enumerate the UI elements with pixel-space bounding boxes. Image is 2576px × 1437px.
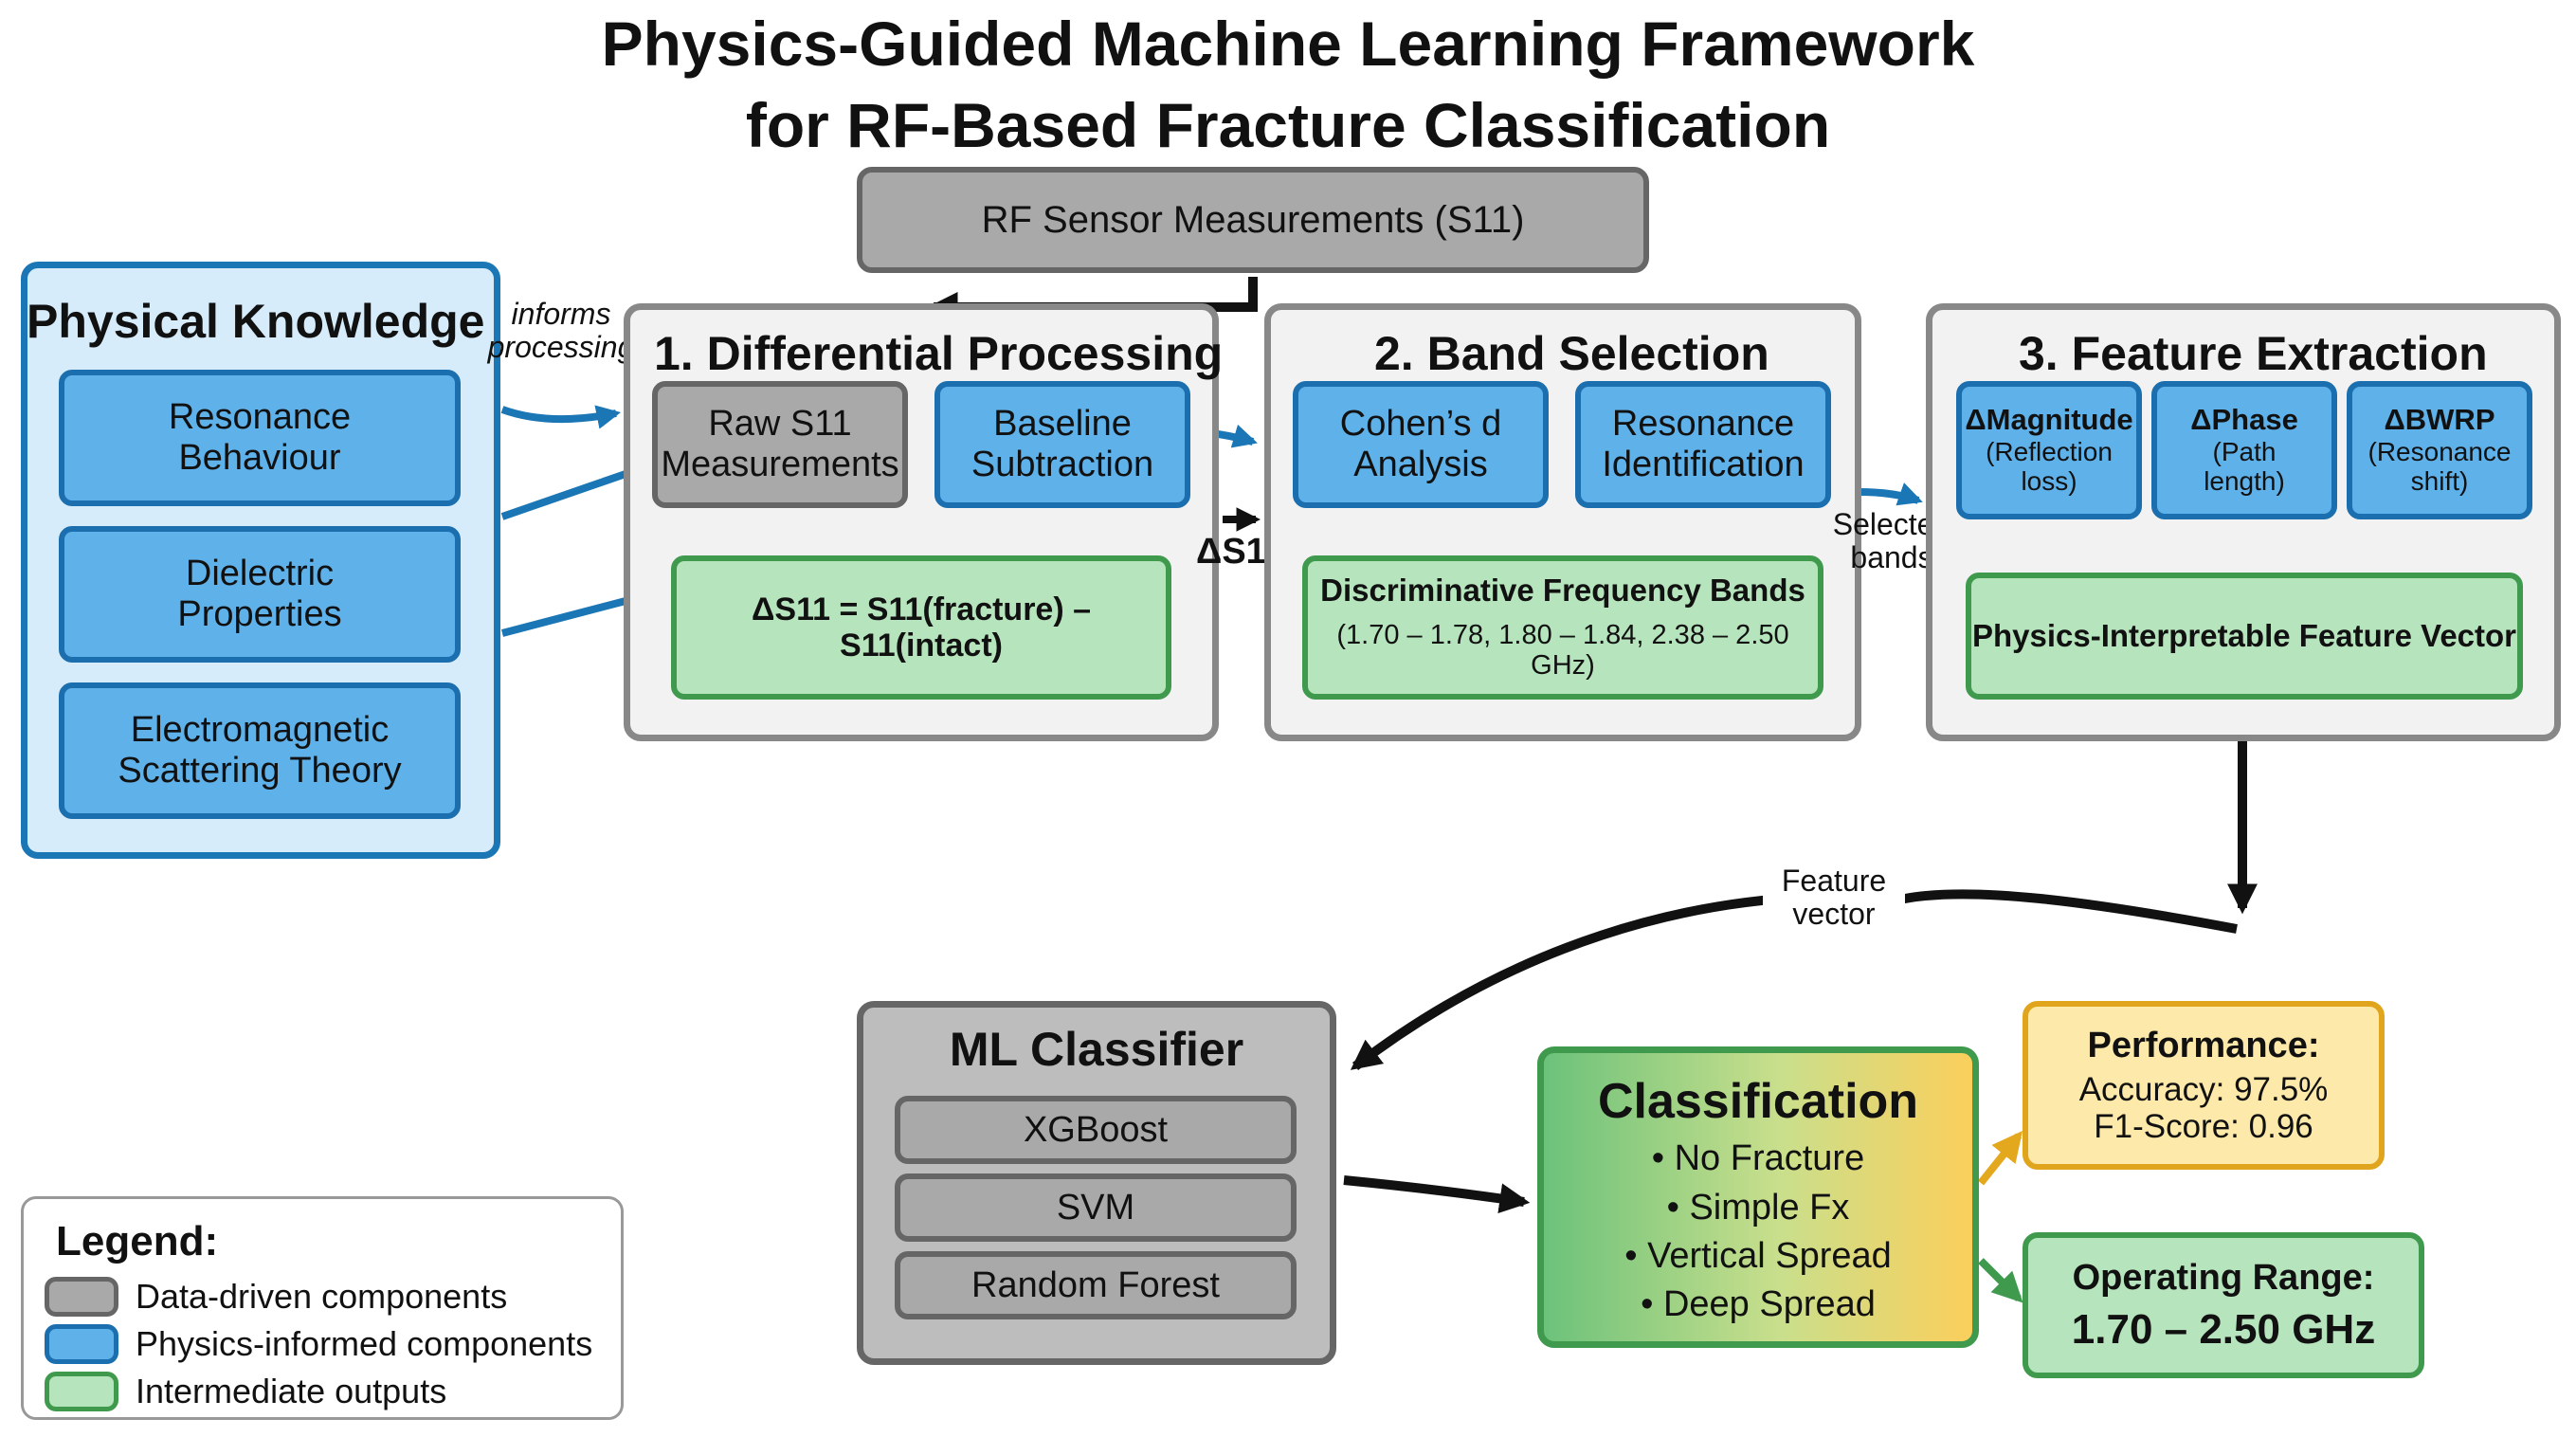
legend-title: Legend: [56, 1218, 219, 1264]
class-no-fracture: • No Fracture [1651, 1138, 1865, 1179]
performance-title: Performance: [2087, 1025, 2320, 1065]
baseline-line2: Subtraction [971, 445, 1154, 484]
feature-desc-line2: shift) [2410, 466, 2469, 497]
knowledge-em-scattering: Electromagnetic Scattering Theory [59, 682, 461, 819]
informs-processing-label: informs processing [485, 297, 637, 365]
model-random-forest: Random Forest [895, 1251, 1297, 1319]
feature-vector-label: Physics-Interpretable Feature Vector [1971, 617, 2517, 653]
knowledge-dielectric-properties: Dielectric Properties [59, 526, 461, 663]
informs-label-line2: processing [487, 330, 635, 365]
rf-sensor-label: RF Sensor Measurements (S11) [981, 198, 1525, 241]
operating-range-box: Operating Range: 1.70 – 2.50 GHz [2023, 1232, 2424, 1378]
feature-vector-edge-label: Feature vector [1763, 864, 1905, 932]
operating-range-title: Operating Range: [2072, 1258, 2375, 1299]
band-selection-title: 2. Band Selection [1374, 327, 1769, 380]
legend-row-intermediate: Intermediate outputs [45, 1372, 446, 1411]
delta-s11-formula: ΔS11 = S11(fracture) – S11(intact) [751, 591, 1092, 664]
legend-label: Intermediate outputs [136, 1372, 447, 1410]
performance-f1: F1-Score: 0.96 [2094, 1108, 2313, 1146]
feature-name: ΔMagnitude [1965, 403, 2133, 437]
classification-box: Classification • No Fracture • Simple Fx… [1537, 1046, 1979, 1348]
feature-desc-line2: length) [2204, 466, 2285, 497]
cohens-d-box: Cohen’s d Analysis [1293, 381, 1549, 508]
legend-row-data-driven: Data-driven components [45, 1277, 507, 1317]
legend-swatch-blue [45, 1324, 118, 1364]
model-label: Random Forest [971, 1264, 1220, 1305]
legend-label: Data-driven components [136, 1277, 508, 1316]
class-vertical-spread: • Vertical Spread [1624, 1235, 1892, 1276]
knowledge-resonance-behaviour: Resonance Behaviour [59, 370, 461, 506]
knowledge-item-label: Dielectric Properties [177, 554, 342, 634]
feature-extraction-title: 3. Feature Extraction [2019, 327, 2488, 380]
arrow-knowledge-informs [500, 405, 622, 429]
feature-delta-bwrp: ΔBWRP (Resonance shift) [2347, 381, 2532, 519]
line-knowledge-dielectric [500, 470, 627, 520]
discriminative-bands-values: (1.70 – 1.78, 1.80 – 1.84, 2.38 – 2.50 G… [1336, 620, 1789, 682]
discriminative-bands-title: Discriminative Frequency Bands [1320, 573, 1805, 609]
model-xgboost: XGBoost [895, 1096, 1297, 1164]
physical-knowledge-title: Physical Knowledge [27, 295, 485, 348]
operating-range-value: 1.70 – 2.50 GHz [2071, 1305, 2376, 1353]
model-label: SVM [1056, 1187, 1135, 1228]
legend-label: Physics-informed components [136, 1324, 593, 1363]
class-simple-fx: • Simple Fx [1666, 1187, 1850, 1228]
informs-label-line1: informs [511, 297, 611, 331]
figure-title-line2: for RF-Based Fracture Classification [745, 90, 1831, 160]
delta-s11-output-box: ΔS11 = S11(fracture) – S11(intact) [671, 555, 1171, 700]
model-svm: SVM [895, 1173, 1297, 1242]
raw-s11-line1: Raw S11 [708, 404, 852, 445]
feature-delta-phase: ΔPhase (Path length) [2151, 381, 2337, 519]
feature-vector-line2: vector [1792, 897, 1876, 932]
raw-s11-box: Raw S11 Measurements [652, 381, 908, 508]
raw-s11-line2: Measurements [661, 445, 899, 484]
differential-processing-title: 1. Differential Processing [654, 327, 1224, 380]
class-deep-spread: • Deep Spread [1641, 1284, 1876, 1325]
model-label: XGBoost [1023, 1109, 1169, 1150]
resonance-line2: Identification [1602, 445, 1805, 484]
feature-vector-line1: Feature [1781, 864, 1887, 898]
legend-row-physics: Physics-informed components [45, 1324, 592, 1364]
knowledge-item-label: Electromagnetic Scattering Theory [118, 710, 402, 791]
performance-accuracy: Accuracy: 97.5% [2078, 1071, 2329, 1109]
discriminative-bands-box: Discriminative Frequency Bands (1.70 – 1… [1302, 555, 1823, 700]
legend: Legend: Data-driven components Physics-i… [21, 1196, 624, 1420]
feature-desc-line1: (Resonance [2367, 437, 2512, 466]
resonance-identification-box: Resonance Identification [1575, 381, 1831, 508]
feature-desc-line1: (Reflection [1986, 437, 2113, 466]
feature-desc-line1: (Path [2212, 437, 2277, 466]
feature-desc-line2: loss) [2021, 466, 2077, 497]
baseline-line1: Baseline [993, 404, 1132, 445]
resonance-line1: Resonance [1611, 404, 1795, 445]
ml-classifier-title: ML Classifier [949, 1023, 1244, 1076]
cohens-line1: Cohen’s d [1339, 404, 1502, 445]
rf-sensor-box: RF Sensor Measurements (S11) [857, 167, 1649, 273]
feature-delta-magnitude: ΔMagnitude (Reflection loss) [1956, 381, 2142, 519]
classification-title: Classification [1597, 1074, 1919, 1129]
performance-box: Performance: Accuracy: 97.5% F1-Score: 0… [2023, 1001, 2385, 1170]
arrow-classifier-to-classification [1343, 1175, 1531, 1214]
legend-swatch-gray [45, 1277, 118, 1317]
figure-title-line1: Physics-Guided Machine Learning Framewor… [601, 9, 1975, 79]
arrow-classification-to-range [1978, 1258, 2023, 1303]
feature-name: ΔBWRP [2384, 403, 2495, 437]
line-knowledge-scattering [500, 597, 627, 637]
baseline-subtraction-box: Baseline Subtraction [934, 381, 1190, 508]
arrow-classification-to-performance [1977, 1131, 2023, 1186]
selected-bands-line2: bands [1850, 540, 1933, 575]
knowledge-item-label: Resonance Behaviour [168, 397, 352, 478]
feature-vector-box: Physics-Interpretable Feature Vector [1966, 573, 2523, 700]
feature-name: ΔPhase [2190, 403, 2298, 437]
cohens-line2: Analysis [1353, 445, 1488, 484]
legend-swatch-green [45, 1372, 118, 1411]
